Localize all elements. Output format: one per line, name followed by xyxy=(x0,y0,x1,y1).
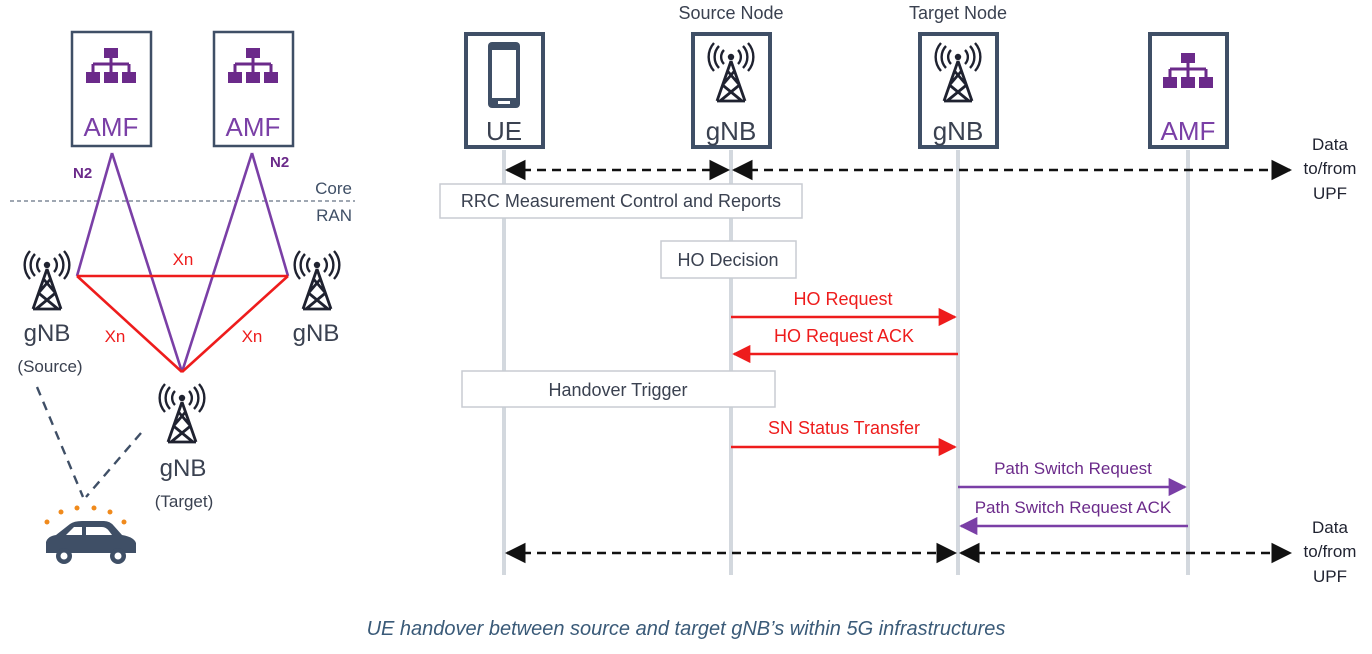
sequence-diagram: Source Node Target Node UE gNB xyxy=(439,3,1357,586)
msg-ho-request-ack: HO Request ACK xyxy=(732,326,958,364)
svg-text:UPF: UPF xyxy=(1313,184,1347,203)
figure-caption: UE handover between source and target gN… xyxy=(366,618,1006,640)
gnb-target-sub: (Target) xyxy=(155,492,214,511)
gnb-source-sub: (Source) xyxy=(17,357,82,376)
svg-text:Data: Data xyxy=(1312,518,1348,537)
step-rrc-box: RRC Measurement Control and Reports xyxy=(439,183,803,219)
amf-left-box: AMF xyxy=(70,30,153,148)
participant-amf: AMF xyxy=(1148,32,1229,149)
n2-right-label: N2 xyxy=(270,154,289,171)
gnb-target-label: gNB xyxy=(160,455,207,482)
svg-text:HO Request: HO Request xyxy=(793,289,892,309)
car-icon xyxy=(44,505,136,564)
n2-links xyxy=(75,152,290,373)
lifelines xyxy=(502,150,1190,575)
data-bottom-label: Data to/from UPF xyxy=(1304,518,1357,586)
svg-text:UPF: UPF xyxy=(1313,567,1347,586)
amf-right-box: AMF xyxy=(212,30,295,148)
participant-ue-label: UE xyxy=(486,116,522,146)
data-top-label: Data to/from UPF xyxy=(1304,135,1357,203)
svg-text:to/from: to/from xyxy=(1304,159,1357,178)
svg-text:HO Request ACK: HO Request ACK xyxy=(774,326,914,346)
msg-sn-status-transfer: SN Status Transfer xyxy=(731,418,957,457)
step-handover-trigger-box: Handover Trigger xyxy=(461,370,776,408)
participant-source-gnb-label: gNB xyxy=(706,116,757,146)
participant-target-gnb-label: gNB xyxy=(933,116,984,146)
svg-text:Path Switch Request ACK: Path Switch Request ACK xyxy=(975,498,1172,517)
xn-left-label: Xn xyxy=(105,327,126,346)
network-topology: AMF AMF Core RAN N2 N2 Xn Xn Xn xyxy=(10,30,355,564)
gnb-right-tower-icon xyxy=(293,249,341,311)
ran-label: RAN xyxy=(316,206,352,225)
source-node-title: Source Node xyxy=(678,3,783,23)
participant-target-gnb: gNB xyxy=(918,32,999,149)
gnb-target-tower-icon xyxy=(158,382,206,444)
msg-path-switch-request-ack: Path Switch Request ACK xyxy=(959,498,1188,536)
gnb-source-tower-icon xyxy=(23,249,71,311)
svg-text:RRC Measurement Control and Re: RRC Measurement Control and Reports xyxy=(461,191,781,211)
svg-text:Path Switch Request: Path Switch Request xyxy=(994,459,1152,478)
smartphone-icon xyxy=(488,42,520,108)
xn-links xyxy=(76,274,289,373)
radio-links xyxy=(35,386,142,498)
msg-ho-request: HO Request xyxy=(731,289,957,327)
svg-text:SN Status Transfer: SN Status Transfer xyxy=(768,418,920,438)
gnb-source-label: gNB xyxy=(24,320,71,347)
xn-right-label: Xn xyxy=(242,327,263,346)
target-node-title: Target Node xyxy=(909,3,1007,23)
xn-top-label: Xn xyxy=(173,250,194,269)
gnb-right-label: gNB xyxy=(293,320,340,347)
core-label: Core xyxy=(315,179,352,198)
participant-source-gnb: gNB xyxy=(691,32,772,149)
amf-right-label: AMF xyxy=(226,112,281,142)
svg-text:Handover Trigger: Handover Trigger xyxy=(548,380,687,400)
step-ho-decision-box: HO Decision xyxy=(660,240,797,279)
amf-left-label: AMF xyxy=(84,112,139,142)
participant-amf-label: AMF xyxy=(1161,116,1216,146)
msg-path-switch-request: Path Switch Request xyxy=(958,459,1187,497)
participant-ue: UE xyxy=(464,32,545,149)
svg-text:to/from: to/from xyxy=(1304,542,1357,561)
svg-text:Data: Data xyxy=(1312,135,1348,154)
n2-left-label: N2 xyxy=(73,165,92,182)
svg-text:HO Decision: HO Decision xyxy=(677,250,778,270)
